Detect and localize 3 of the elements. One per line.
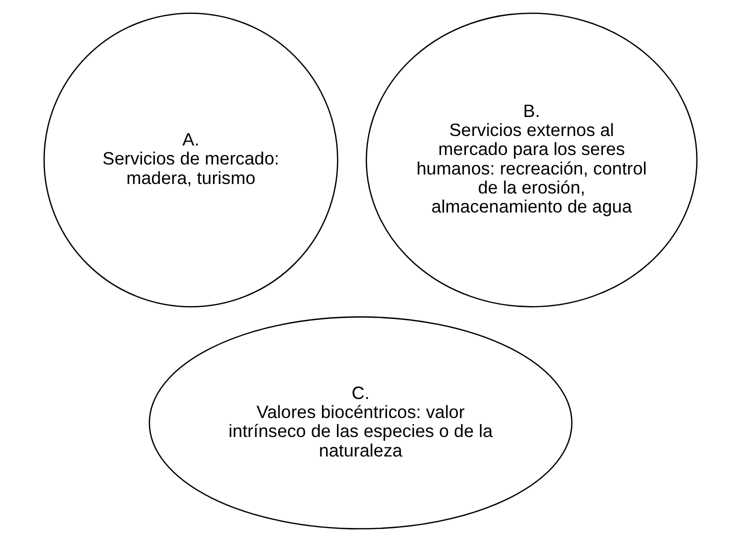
node-ellipse: C. Valores biocéntricos: valor intrínseco de las especies o de la naturaleza xyxy=(148,316,572,530)
node-ellipse: B. Servicios externos al mercado para los seres humanos: recreación, control de la erosión, almacenamiento de agua xyxy=(366,12,698,308)
node-circle: A. Servicios de mercado: madera, turismo xyxy=(43,12,338,308)
